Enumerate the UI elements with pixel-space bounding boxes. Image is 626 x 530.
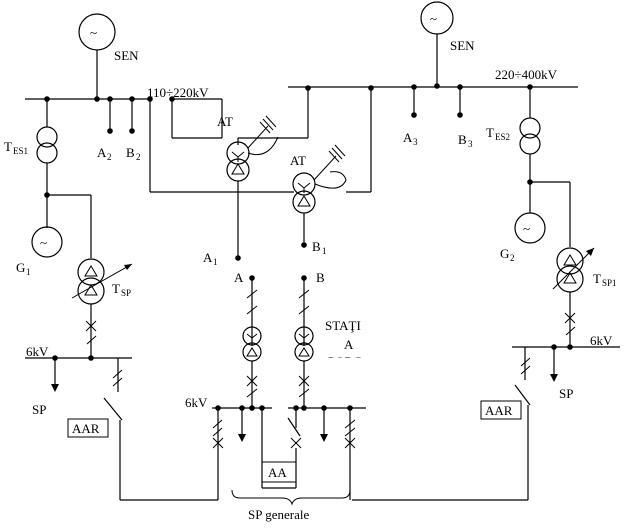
sen-left-symbol: ~	[90, 25, 97, 40]
busbar-110-220kv: 110÷220kV	[25, 85, 222, 102]
sen-right-label: SEN	[450, 38, 475, 53]
a2-subscript: 2	[107, 152, 112, 162]
transformer-tsp1: T SP1	[530, 181, 617, 350]
aar-left-box	[67, 418, 109, 438]
sp-left-label: SP	[32, 402, 46, 417]
at-upper-label: AT	[217, 114, 233, 129]
tsp1-label: T	[593, 271, 601, 286]
generator-g1: ~ G 1	[16, 226, 63, 277]
bus-right-voltage-label: 220÷400kV	[495, 67, 558, 82]
g1-symbol: ~	[40, 235, 47, 250]
sen-left-source: ~ SEN	[78, 13, 139, 99]
aar-left-label: AAR	[72, 421, 100, 436]
tes2-subscript: ES2	[495, 132, 510, 142]
sp-generale-brace: SP generale	[231, 489, 351, 522]
b1-subscript: 1	[322, 246, 327, 256]
b1-label: B	[312, 239, 321, 254]
g2-symbol: ~	[523, 221, 530, 236]
kv6-center-label: 6kV	[185, 395, 208, 410]
a2-label: A	[97, 145, 107, 160]
bus-6kv-center: 6kV AA	[185, 395, 366, 500]
sen-right-source: ~ SEN	[420, 1, 475, 89]
g1-subscript: 1	[26, 267, 31, 277]
transformer-tes2: T ES2	[486, 87, 541, 213]
autotransformer-lower: AT B 1	[149, 85, 374, 256]
sp-generale-label: SP generale	[248, 507, 309, 522]
station-line2: A	[344, 337, 354, 352]
station-line1: STAŢI	[325, 318, 361, 333]
node-b-label: B	[316, 270, 325, 285]
bus-6kv-right: 6kV SP AAR	[352, 333, 620, 501]
b3-subscript: 3	[468, 139, 473, 149]
tsp-label: T	[112, 281, 120, 296]
sen-left-label: SEN	[114, 48, 139, 63]
a1-subscript: 1	[213, 257, 218, 267]
node-a-label: A	[234, 270, 244, 285]
kv6-right-label: 6kV	[590, 333, 613, 348]
station-branch-a: A	[234, 270, 262, 408]
kv6-left-label: 6kV	[26, 344, 49, 359]
a3-subscript: 3	[413, 137, 418, 147]
sp-right-label: SP	[559, 386, 573, 401]
tsp1-subscript: SP1	[602, 278, 617, 288]
aa-label: AA	[268, 465, 287, 480]
tsp-subscript: SP	[121, 288, 131, 298]
a3-label: A	[403, 130, 413, 145]
aa-box	[261, 461, 297, 483]
b2-label: B	[126, 145, 135, 160]
tes2-label: T	[486, 125, 494, 140]
g2-subscript: 2	[510, 253, 515, 263]
g1-label: G	[16, 260, 25, 275]
g2-label: G	[500, 246, 509, 261]
transformer-tsp: T SP	[47, 194, 133, 361]
bus-left-voltage-label: 110÷220kV	[147, 85, 209, 100]
aar-right-box	[480, 400, 522, 420]
b2-subscript: 2	[136, 152, 141, 162]
autotransformer-upper: AT A 1	[171, 85, 311, 267]
generator-g2: ~ G 2	[500, 212, 546, 263]
transformer-tes1: T ES1	[4, 99, 58, 228]
at-lower-label: AT	[290, 153, 306, 168]
feeder-a2-b2: A 2 B 2	[97, 99, 141, 162]
tes1-subscript: ES1	[13, 146, 28, 156]
bus-6kv-left: 6kV SP AAR	[25, 344, 218, 501]
station-label: STAŢI A PORG	[325, 318, 363, 369]
a1-label: A	[203, 250, 213, 265]
b3-label: B	[458, 132, 467, 147]
sen-right-symbol: ~	[430, 11, 437, 26]
station-branch-b: B	[294, 270, 325, 408]
tes1-label: T	[4, 139, 12, 154]
station-line3: PORG	[328, 354, 363, 369]
aar-right-label: AAR	[485, 403, 513, 418]
